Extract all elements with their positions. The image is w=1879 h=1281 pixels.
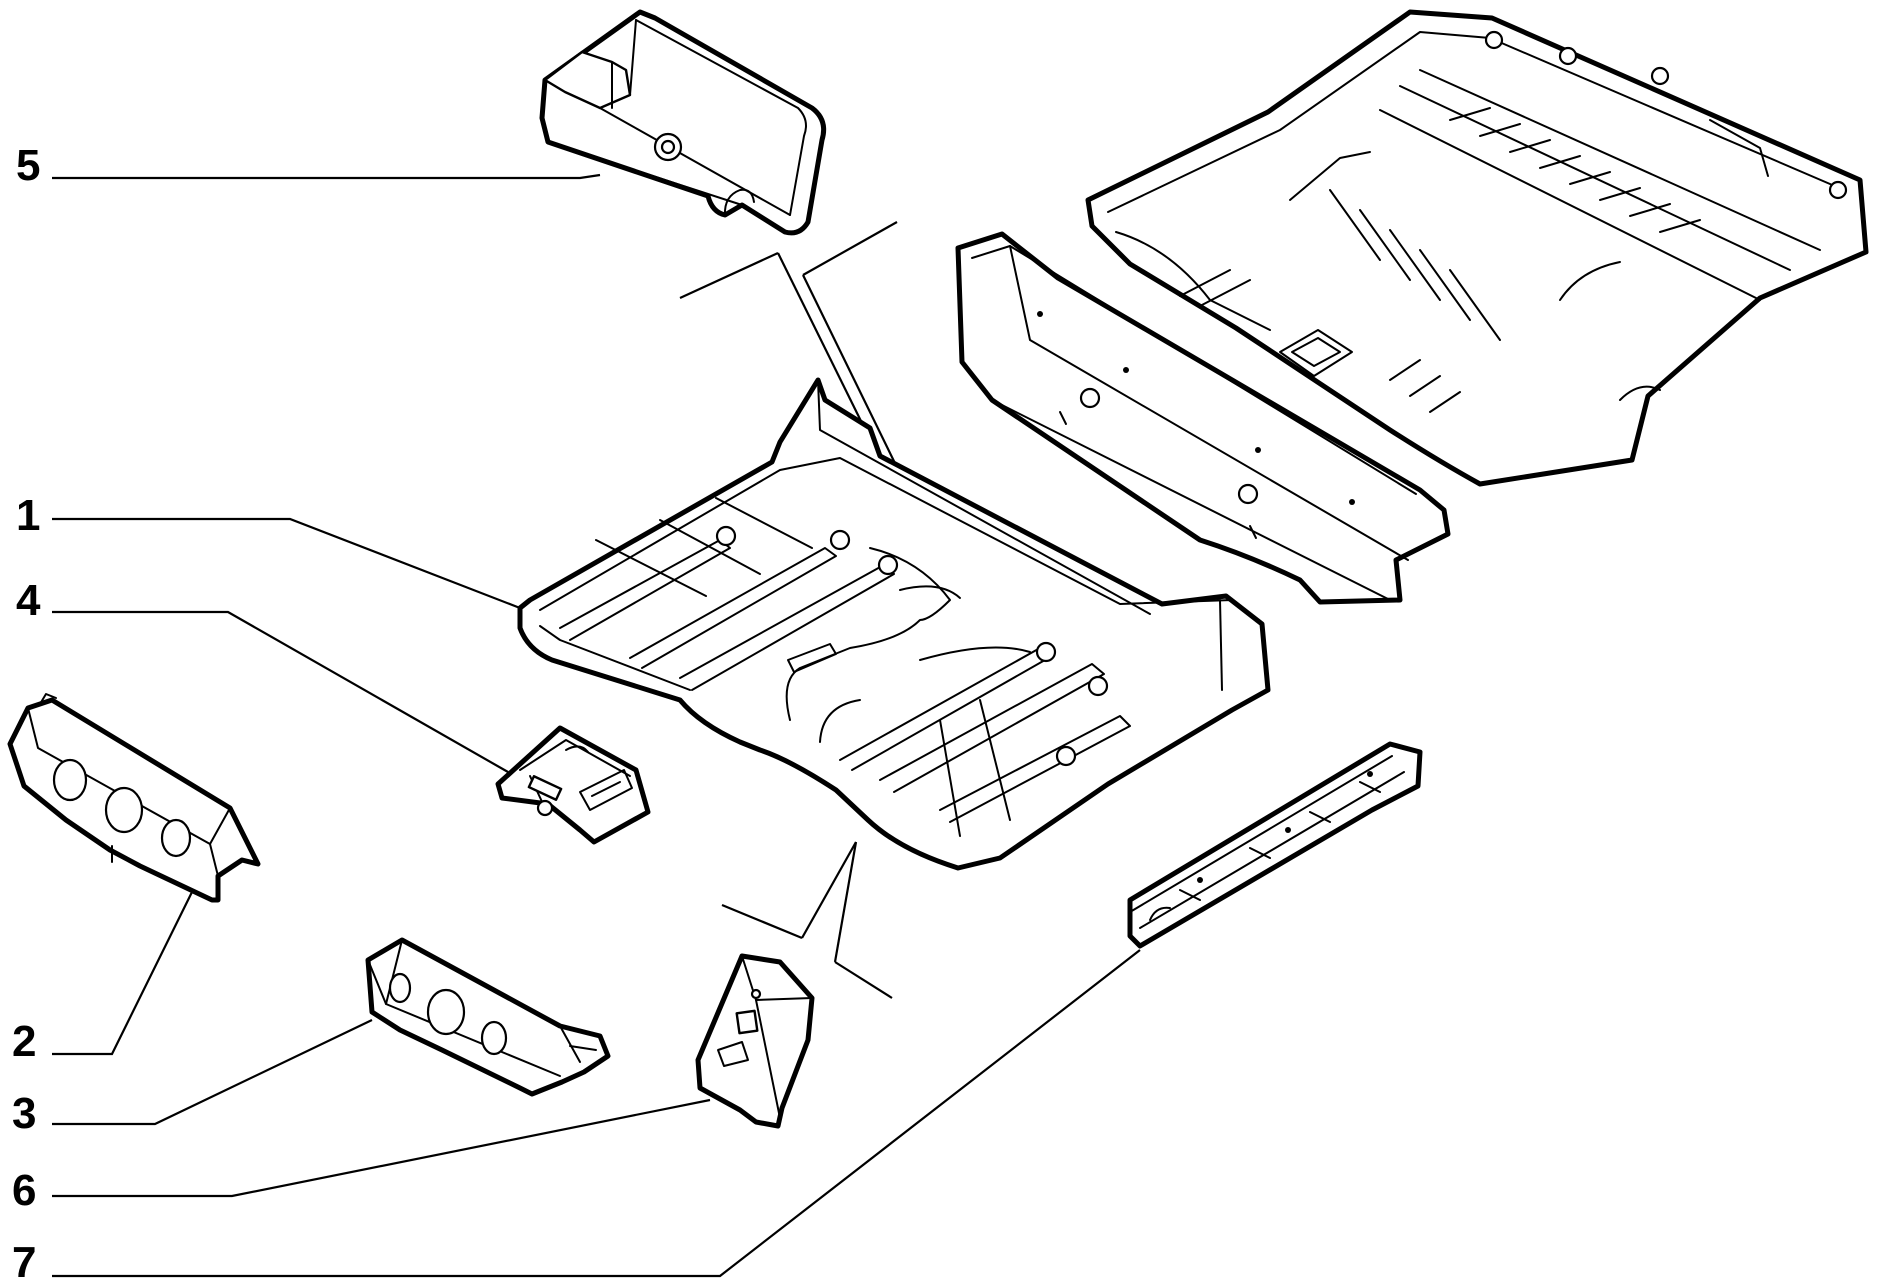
callout-label-1: 1 xyxy=(16,491,40,540)
leader-line-1 xyxy=(52,517,521,610)
callout-label-7: 7 xyxy=(12,1238,36,1281)
leader-line-2 xyxy=(52,891,193,1056)
callout-label-5: 5 xyxy=(16,141,40,190)
part-4-small-bracket xyxy=(495,725,651,845)
part-3-crossmember xyxy=(365,937,611,1097)
leader-line-5 xyxy=(52,173,601,180)
leader-line-7 xyxy=(52,949,1141,1278)
leader-line-6 xyxy=(52,1098,711,1198)
rear-floor-panel xyxy=(1085,9,1869,487)
callout-label-3: 3 xyxy=(12,1089,36,1138)
part-5-bracket xyxy=(539,9,827,236)
leader-line-3 xyxy=(52,1019,373,1126)
part-7-side-rail xyxy=(1127,741,1423,949)
callout-label-2: 2 xyxy=(12,1017,36,1066)
rear-cross-beam xyxy=(955,231,1451,605)
callout-label-4: 4 xyxy=(16,576,41,625)
callout-label-6: 6 xyxy=(12,1166,36,1215)
part-1-floor-pan xyxy=(517,377,1271,871)
part-6-upright-bracket xyxy=(695,953,815,1129)
part-2-crossmember xyxy=(7,693,261,903)
leader-line-4 xyxy=(52,610,509,773)
